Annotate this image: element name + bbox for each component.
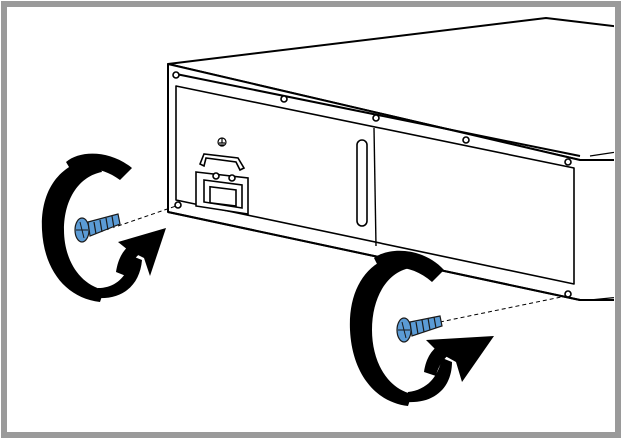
guide-lines xyxy=(117,205,567,323)
rivet xyxy=(174,201,182,209)
power-connector xyxy=(195,137,249,215)
rivet xyxy=(564,290,572,298)
connector-screw xyxy=(228,174,236,182)
screw-slot xyxy=(398,321,410,339)
panel-slot xyxy=(356,139,368,227)
screw-slot xyxy=(76,221,88,239)
panel-divider xyxy=(373,127,377,247)
ground-icon xyxy=(217,137,227,147)
chassis-right-edge xyxy=(589,151,614,301)
connector-latch xyxy=(198,153,246,172)
front-panel-border xyxy=(175,85,575,285)
right-guide-line xyxy=(439,295,567,323)
rivet xyxy=(280,95,288,103)
chassis-bottom-edge xyxy=(167,211,614,301)
rivet xyxy=(372,114,380,122)
chassis-rivets xyxy=(172,71,572,298)
rivet xyxy=(172,71,180,79)
rivet xyxy=(564,158,572,166)
device-chassis xyxy=(167,17,614,301)
right-screw xyxy=(396,315,443,343)
rivet xyxy=(462,136,470,144)
left-screw xyxy=(74,213,121,243)
connector-socket xyxy=(209,185,237,207)
left-guide-line xyxy=(117,205,177,227)
connector-screw xyxy=(212,172,220,180)
screw-thread xyxy=(93,215,115,235)
left-rotation-arrow xyxy=(41,153,166,302)
right-rotation-arrow xyxy=(349,250,494,406)
screw-thread xyxy=(415,316,437,335)
